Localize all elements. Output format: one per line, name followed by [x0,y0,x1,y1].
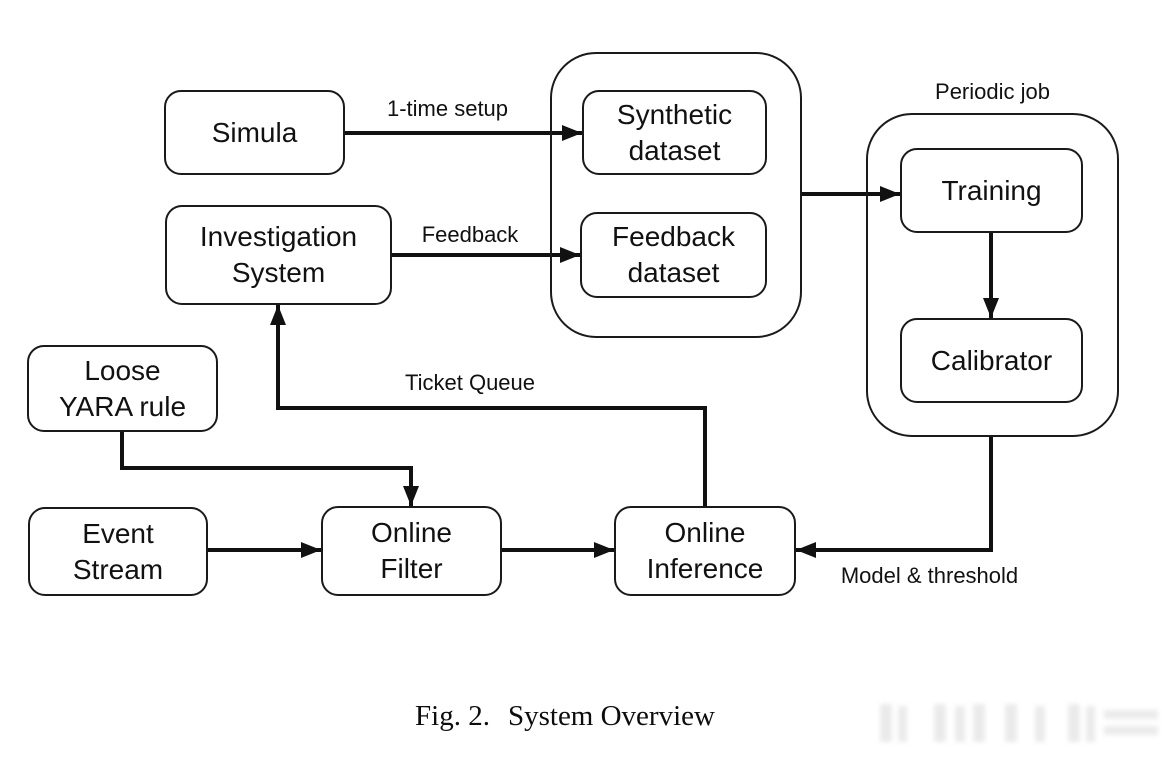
figure-caption-title: System Overview [507,700,715,732]
watermark-mark [955,706,965,742]
calibrator-box: Calibrator [900,318,1083,403]
edge-label-feedback: Feedback [421,222,519,247]
investigation-system-box: Investigation System [165,205,392,305]
watermark [872,696,1162,748]
watermark-mark [1104,710,1158,719]
edge-loose-yara-to-online-filter [120,432,419,506]
watermark-mark [934,704,946,742]
online-filter-box: Online Filter [321,506,502,596]
loose-yara-rule-box: Loose YARA rule [27,345,218,432]
edge-label-ticket-queue: Ticket Queue [404,370,536,395]
watermark-mark [973,704,985,742]
watermark-mark [1035,706,1045,742]
watermark-mark [1068,704,1080,742]
event-stream-box: Event Stream [28,507,208,596]
figure-caption-number: Fig. 2. [415,700,490,732]
periodic-job-label: Periodic job [935,79,1050,104]
synthetic-dataset-box: Synthetic dataset [582,90,767,175]
dataset-group-container [550,52,802,338]
edge-label-model-threshold: Model & threshold [840,563,1019,588]
edge-online-inference-to-investigation [270,305,707,506]
edge-periodic-job-to-online-inference [796,437,993,558]
watermark-mark [898,706,907,742]
training-box: Training [900,148,1083,233]
online-inference-box: Online Inference [614,506,796,596]
figure-caption: Fig. 2. System Overview [0,700,1130,733]
watermark-mark [1104,726,1158,735]
watermark-mark [880,704,892,742]
watermark-mark [1005,704,1017,742]
simula-box: Simula [164,90,345,175]
feedback-dataset-box: Feedback dataset [580,212,767,298]
watermark-mark [1086,706,1095,742]
edge-label-one-time-setup: 1-time setup [386,96,509,121]
periodic-job-container [866,113,1119,437]
